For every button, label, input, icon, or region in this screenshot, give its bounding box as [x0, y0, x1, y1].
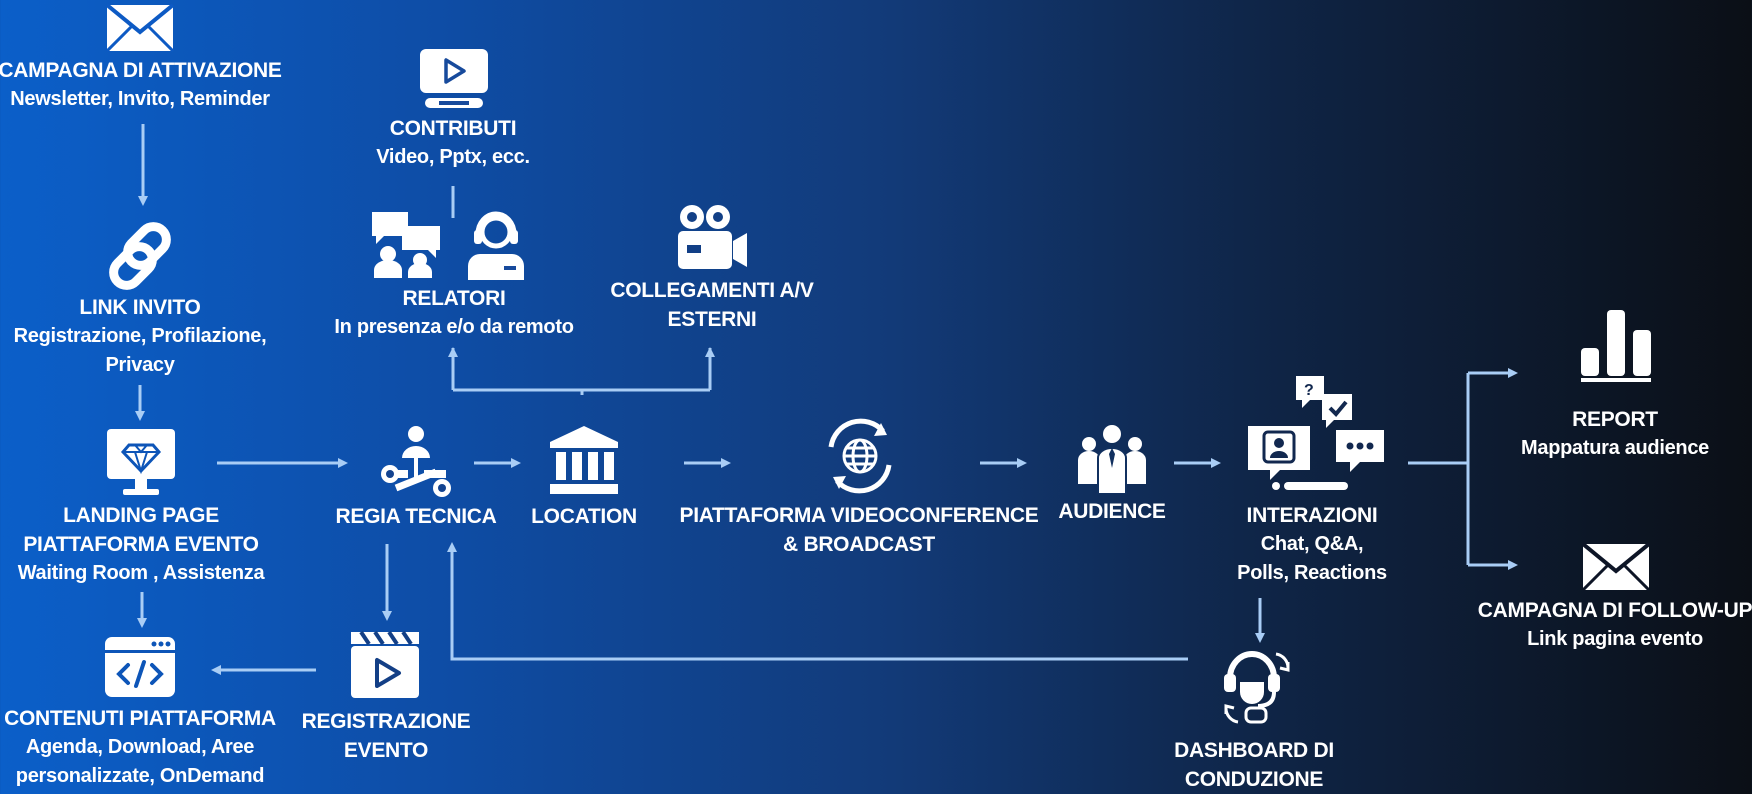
node-title: COLLEGAMENTI A/V [610, 279, 814, 302]
node-dashboard-conduzione: DASHBOARD DI CONDUZIONE [1174, 736, 1334, 794]
bank-building-icon [550, 426, 618, 494]
interaction-chat-icon: ? [1248, 376, 1384, 490]
node-subtitle: Chat, Q&A, [1260, 533, 1364, 555]
node-title: CAMPAGNA DI FOLLOW-UP [1477, 599, 1752, 622]
node-title: & BROADCAST [783, 533, 935, 556]
node-subtitle: Mappatura audience [1521, 437, 1709, 459]
node-contributi: CONTRIBUTI Video, Pptx, ecc. [376, 114, 530, 172]
node-location: LOCATION [531, 502, 637, 531]
node-landing-page: LANDING PAGE PIATTAFORMA EVENTO Waiting … [18, 501, 265, 588]
node-title: ESTERNI [667, 308, 757, 331]
node-title: PIATTAFORMA VIDEOCONFERENCE [679, 504, 1039, 527]
node-report: REPORT Mappatura audience [1521, 405, 1709, 463]
link-icon [109, 222, 171, 290]
node-relatori: RELATORI In presenza e/o da remoto [334, 284, 574, 342]
audience-group-icon [1078, 425, 1146, 494]
headset-agent-icon [468, 211, 524, 280]
globe-sync-icon [828, 418, 892, 494]
node-subtitle: Newsletter, Invito, Reminder [10, 88, 270, 110]
node-campagna-attivazione: CAMPAGNA DI ATTIVAZIONE Newsletter, Invi… [0, 56, 282, 114]
node-subtitle: Link pagina evento [1527, 628, 1703, 650]
node-title: LINK INVITO [79, 296, 201, 319]
node-title: DASHBOARD DI [1174, 739, 1334, 762]
node-subtitle: Video, Pptx, ecc. [376, 146, 530, 168]
node-subtitle: Agenda, Download, Aree [25, 736, 255, 758]
node-subtitle: personalizzate, OnDemand [15, 765, 265, 787]
node-subtitle: Privacy [105, 354, 175, 376]
chat-people-icon [372, 212, 440, 278]
node-piattaforma-videoconference: PIATTAFORMA VIDEOCONFERENCE & BROADCAST [679, 501, 1038, 559]
node-subtitle: Registrazione, Profilazione, [13, 325, 267, 347]
node-title: REPORT [1572, 408, 1658, 431]
node-title: CAMPAGNA DI ATTIVAZIONE [0, 59, 282, 82]
node-contenuti-piattaforma: CONTENUTI PIATTAFORMA Agenda, Download, … [4, 704, 276, 791]
node-regia-tecnica: REGIA TECNICA [336, 502, 497, 531]
node-title: EVENTO [343, 739, 429, 762]
node-subtitle: Polls, Reactions [1237, 562, 1387, 584]
node-subtitle: Waiting Room , Assistenza [17, 562, 265, 584]
node-subtitle: In presenza e/o da remoto [334, 316, 574, 338]
technician-icon [381, 426, 451, 497]
clapperboard-play-icon [351, 630, 419, 698]
node-title: AUDIENCE [1058, 500, 1166, 523]
monitor-diamond-icon [107, 429, 175, 495]
bar-chart-icon [1581, 310, 1651, 382]
branch-interazioni-split [1408, 373, 1470, 565]
node-registrazione-evento: REGISTRAZIONE EVENTO [302, 707, 471, 765]
node-title: REGISTRAZIONE [301, 710, 471, 733]
node-title: REGIA TECNICA [335, 505, 497, 528]
node-title: CONTRIBUTI [389, 117, 517, 140]
arrow-dashboard-to-regia [447, 542, 1188, 661]
node-title: RELATORI [402, 287, 506, 310]
node-title: INTERAZIONI [1246, 504, 1378, 527]
play-monitor-icon [420, 49, 488, 108]
node-link-invito: LINK INVITO Registrazione, Profilazione,… [14, 293, 267, 380]
node-collegamenti-av: COLLEGAMENTI A/V ESTERNI [610, 276, 814, 334]
node-title: PIATTAFORMA EVENTO [23, 533, 259, 556]
headset-support-icon [1224, 651, 1290, 724]
envelope-icon [1582, 543, 1650, 591]
node-audience: AUDIENCE [1058, 497, 1166, 526]
node-title: LOCATION [531, 505, 637, 528]
svg-text:?: ? [1304, 382, 1314, 399]
node-title: LANDING PAGE [63, 504, 219, 527]
code-window-icon [105, 637, 175, 697]
branch-location-up [451, 348, 712, 395]
envelope-icon [106, 4, 174, 52]
node-title: CONTENUTI PIATTAFORMA [4, 707, 276, 730]
node-campagna-follow-up: CAMPAGNA DI FOLLOW-UP Link pagina evento [1478, 596, 1752, 654]
video-camera-icon [678, 205, 747, 269]
node-interazioni: INTERAZIONI Chat, Q&A, Polls, Reactions [1237, 501, 1387, 588]
node-title: CONDUZIONE [1184, 768, 1324, 791]
